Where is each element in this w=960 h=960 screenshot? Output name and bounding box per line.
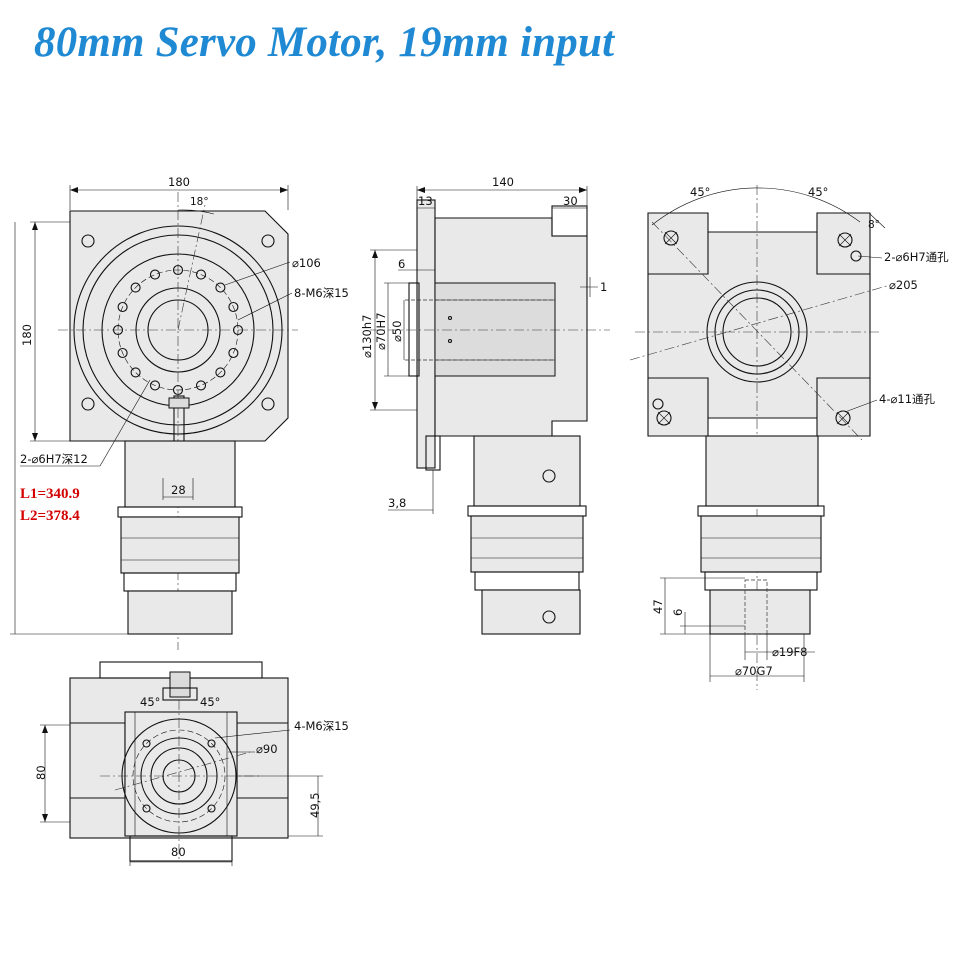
rear-motor-body	[709, 589, 811, 635]
side-pilot-dim: ⌀130h7	[360, 315, 374, 358]
side-step-dim: 6	[398, 257, 405, 271]
side-right-dim: 30	[563, 194, 578, 208]
side-motor-ring	[470, 515, 584, 573]
front-angle-label: 18°	[190, 196, 209, 208]
bolt-hole	[228, 347, 239, 359]
rear-pin-holes-label: 2-⌀6H7通孔	[884, 250, 949, 264]
bolt-hole	[215, 367, 226, 378]
input-pcd-label: ⌀90	[256, 742, 278, 756]
front-motor-body	[127, 590, 233, 635]
bolt-hole	[149, 269, 161, 280]
bolt-hole	[215, 282, 226, 293]
rear-through-holes-label: 4-⌀11通孔	[879, 392, 936, 406]
side-flange-dim: 13	[418, 194, 433, 208]
corner-hole	[261, 397, 275, 411]
front-view	[10, 185, 298, 650]
side-gap-dim: 1	[600, 280, 607, 294]
page-title: 80mm Servo Motor, 19mm input	[34, 19, 615, 66]
side-output-shaft	[434, 282, 556, 377]
rear-angle-right: 45°	[808, 185, 828, 199]
corner-hole	[81, 234, 95, 248]
bolt-hole	[130, 367, 141, 378]
bolt-hole	[207, 739, 216, 748]
input-adapter-square	[124, 711, 238, 837]
bolt-hole	[142, 739, 151, 748]
rear-shaft-dim: ⌀19F8	[772, 645, 808, 659]
bolt-hole	[117, 347, 128, 359]
input-square-dim: 80	[34, 765, 48, 780]
side-flange	[416, 199, 436, 469]
front-pcd-label: ⌀106	[292, 256, 321, 270]
bolt-hole	[149, 380, 161, 391]
front-pin-holes-label: 2-⌀6H7深12	[20, 452, 88, 466]
length-l2: L2=378.4	[20, 508, 80, 524]
side-view	[370, 186, 610, 635]
rear-spigot-dim: ⌀70G7	[735, 664, 773, 678]
side-length-dim: 140	[492, 175, 514, 189]
rear-step-dim: 6	[671, 609, 685, 616]
side-inner-dim: ⌀50	[390, 320, 404, 342]
rear-pcd-label: ⌀205	[889, 278, 918, 292]
input-center-dim: 49,5	[308, 792, 322, 818]
rear-angle-left: 45°	[690, 185, 710, 199]
bolt-hole	[228, 301, 239, 313]
bolt-hole	[117, 301, 128, 313]
front-bolt-holes	[112, 264, 244, 396]
input-tapped-holes-label: 4-M6深15	[294, 719, 349, 733]
corner-hole	[81, 397, 95, 411]
rear-depth-dim: 47	[651, 599, 665, 614]
bolt-hole	[130, 282, 141, 293]
bolt-hole	[195, 380, 207, 391]
front-motor-ring	[120, 516, 240, 574]
bolt-hole	[142, 804, 151, 813]
bolt-hole	[207, 804, 216, 813]
side-bore-dim: ⌀70H7	[374, 312, 388, 350]
bolt-hole	[195, 269, 207, 280]
front-tapped-holes-label: 8-M6深15	[294, 286, 349, 300]
rear-view	[629, 185, 891, 690]
input-angle-left: 45°	[140, 695, 160, 709]
front-height-dim: 180	[20, 324, 34, 346]
length-l1: L1=340.9	[20, 486, 80, 502]
input-view	[40, 661, 323, 866]
front-key-dim: 28	[171, 483, 186, 497]
input-width-dim: 80	[171, 845, 186, 859]
side-offset-dim: 3,8	[388, 496, 406, 510]
side-motor-body	[481, 589, 581, 635]
input-bolt-holes	[142, 739, 216, 813]
rear-flange-plate	[647, 212, 871, 437]
key-pin-head	[168, 397, 190, 409]
corner-hole	[261, 234, 275, 248]
rear-angle-small: 8°	[868, 219, 880, 231]
front-width-dim: 180	[168, 175, 190, 189]
input-angle-right: 45°	[200, 695, 220, 709]
side-adapter	[473, 435, 581, 507]
input-key	[169, 671, 191, 698]
front-adapter	[124, 440, 236, 508]
